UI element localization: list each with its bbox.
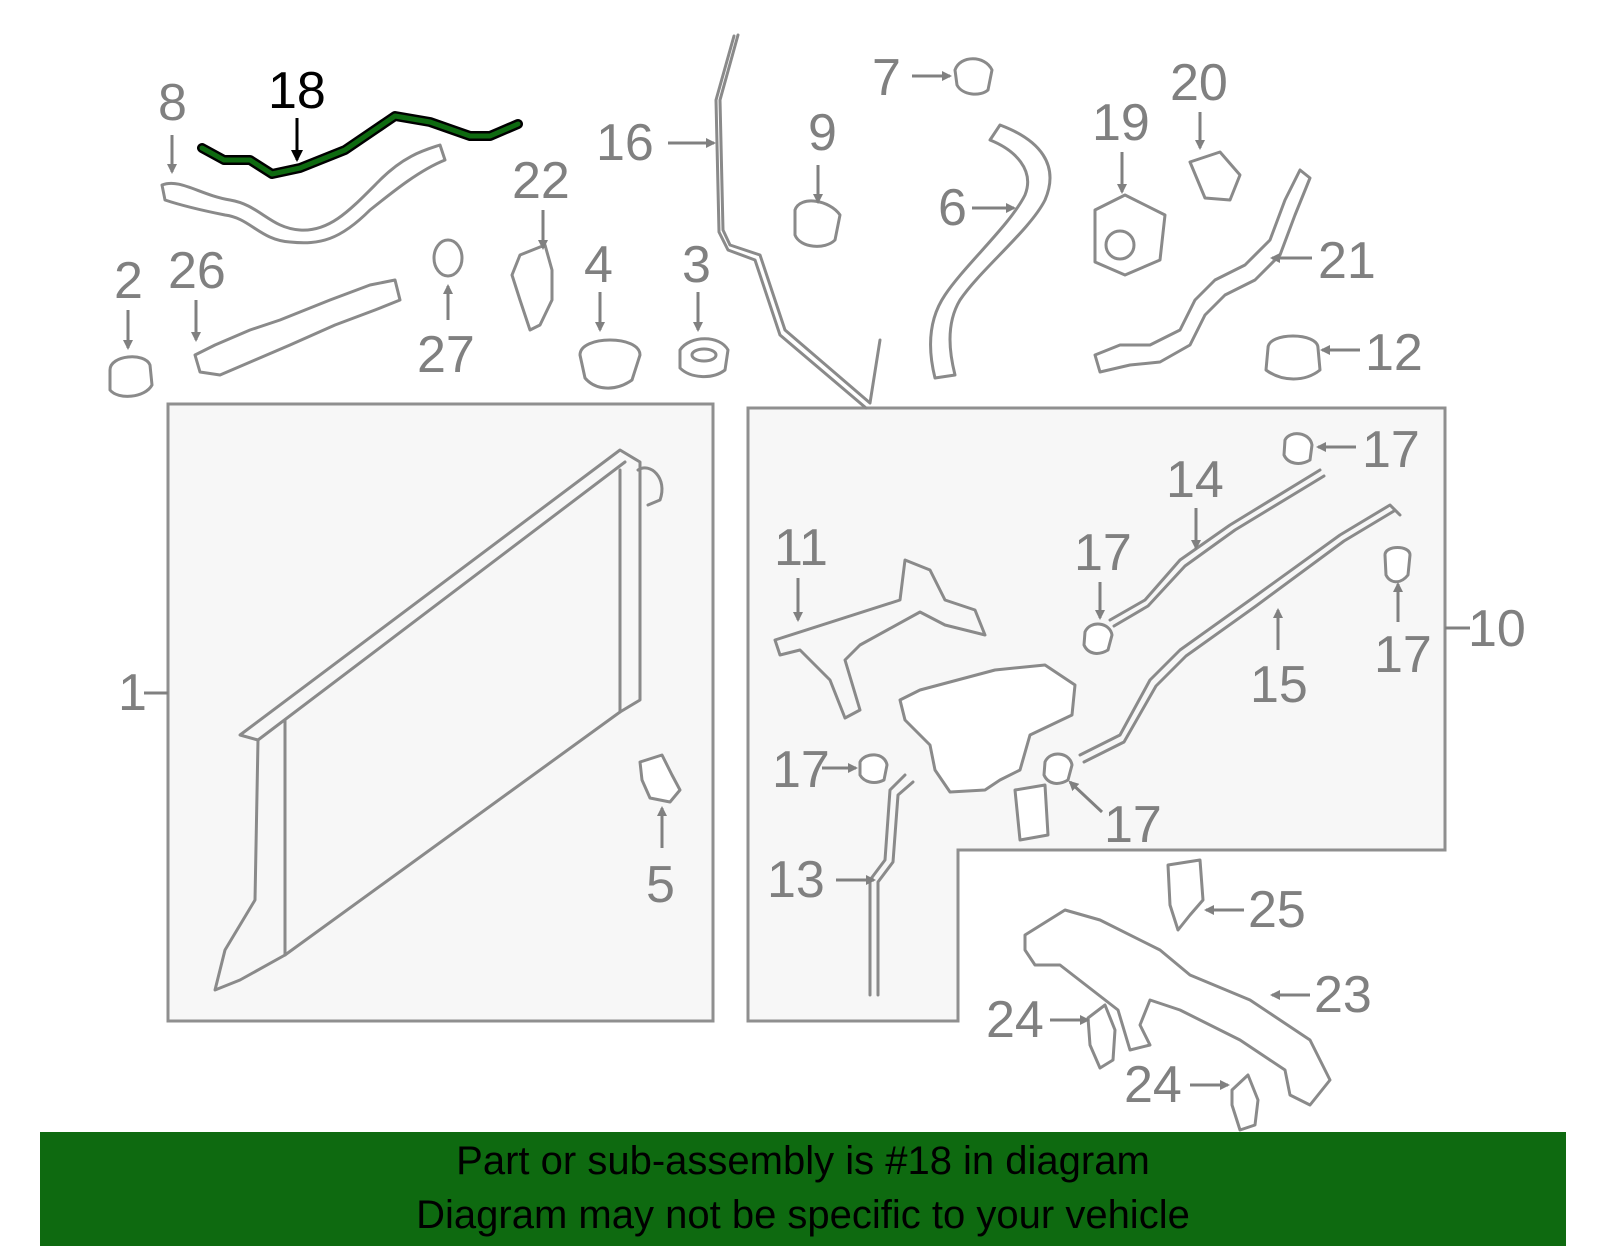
callout-22: 22 [512,152,570,210]
part-17-clamp-a [1282,432,1314,465]
callout-24-a: 24 [986,991,1044,1049]
part-9-clamp [793,199,842,248]
part-18-highlight[interactable] [197,111,523,179]
part-25-sensor [1166,858,1205,932]
callout-17-c: 17 [1074,524,1132,582]
part-7-clamp [953,57,994,96]
part-2-sleeve [108,355,154,398]
banner-line-1: Part or sub-assembly is #18 in diagram [456,1139,1150,1183]
callout-17-e: 17 [1104,796,1162,854]
callout-27: 27 [417,326,475,384]
callout-2: 2 [114,252,143,310]
part-22-bracket [510,243,554,332]
callout-8: 8 [158,74,187,132]
part-17-clamp-d [858,753,889,784]
part-13-hose [868,773,915,997]
callout-1: 1 [118,664,147,722]
callout-17-a: 17 [1362,421,1420,479]
part-27-oring [432,238,464,278]
callout-13: 13 [767,851,825,909]
callout-7: 7 [872,49,901,107]
callout-3: 3 [682,236,711,294]
callout-17-b: 17 [1374,626,1432,684]
reservoir-tank [898,663,1077,794]
part-11-bracket [773,558,987,720]
part-16-tube [714,33,882,410]
part-15-hose [1078,503,1402,764]
callout-5: 5 [646,856,675,914]
callout-15: 15 [1250,656,1308,714]
callout-21: 21 [1318,232,1376,290]
callout-12: 12 [1365,324,1423,382]
callout-26: 26 [168,242,226,300]
part-17-clamp-c [1082,622,1114,655]
part-6-hose [929,123,1052,380]
callout-19: 19 [1092,94,1150,152]
bottom-water-pipe [1023,908,1332,1107]
banner-line-2: Diagram may not be specific to your vehi… [416,1193,1190,1237]
part-5-plug [638,753,682,804]
callout-23: 23 [1314,966,1372,1024]
callout-4: 4 [584,236,613,294]
part-17-clamp-e [1042,752,1074,785]
sensor-connector [1013,783,1050,842]
part-4-cap [578,338,642,390]
radiator-group-box [166,402,715,1023]
part-26-pipe [193,278,402,377]
part-24-gasket-a [1086,1003,1117,1070]
part-21-pipe [1093,168,1312,374]
callout-11: 11 [774,519,828,577]
callout-10: 10 [1468,600,1526,658]
callout-6: 6 [938,179,967,237]
part-17-clamp-b [1383,546,1412,584]
callout-20: 20 [1170,54,1228,112]
part-14-hose [1108,468,1326,628]
part-24-gasket-b [1230,1073,1260,1132]
callout-25: 25 [1248,881,1306,939]
part-20-gasket [1188,150,1242,202]
callout-14: 14 [1166,451,1224,509]
part-3-seal [678,337,730,378]
callout-17-d: 17 [772,741,830,799]
info-banner: Part or sub-assembly is #18 in diagram D… [40,1132,1566,1246]
callout-16: 16 [596,114,654,172]
part-12-cap [1264,334,1322,381]
callout-9: 9 [808,104,837,162]
callout-18: 18 [268,62,326,120]
part-1-radiator [213,448,642,992]
part-8-hose [160,143,447,245]
callout-24-b: 24 [1124,1056,1182,1114]
reservoir-group-box [746,406,1447,1023]
